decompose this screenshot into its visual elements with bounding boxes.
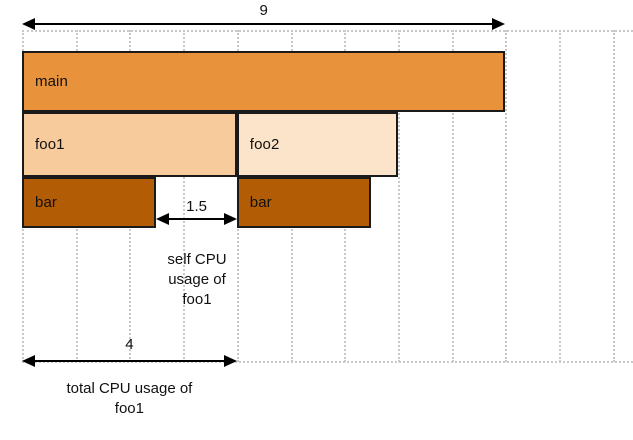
gridline-vertical: [612, 30, 615, 362]
flame-frame-bar2[interactable]: bar: [236, 177, 372, 228]
caption-line: foo1: [114, 400, 144, 417]
gridline-vertical: [559, 30, 561, 362]
gridline-vertical: [505, 30, 508, 362]
arrow-head-right: [223, 355, 237, 367]
flame-frame-label: foo1: [35, 136, 65, 153]
flame-frame-foo1[interactable]: foo1: [22, 112, 237, 177]
flame-frame-bar1[interactable]: bar: [22, 177, 157, 228]
flame-frame-label: main: [35, 73, 68, 90]
arrow-shaft: [28, 23, 500, 25]
arrow-head-right: [223, 213, 237, 225]
flame-frame-main[interactable]: main: [22, 51, 506, 112]
gridline-vertical: [397, 30, 400, 362]
gridline-horizontal: [22, 30, 633, 32]
caption-line: usage of: [168, 271, 226, 288]
caption-line: self CPU: [167, 251, 227, 268]
flame-frame-label: foo2: [249, 136, 280, 153]
measure-arrow-total-foo1: [22, 355, 237, 367]
arrow-shaft: [28, 360, 231, 362]
arrow-shaft: [162, 218, 231, 220]
flame-frame-label: bar: [249, 194, 272, 211]
measure-value-1-5: 1.5: [186, 198, 207, 215]
arrow-head-left: [22, 18, 35, 30]
arrow-head-left: [156, 213, 170, 225]
measure-value-4: 4: [125, 336, 134, 353]
measure-arrow-self-foo1: [156, 213, 237, 225]
measure-value-9: 9: [259, 2, 268, 19]
caption-line: total CPU usage of: [66, 380, 193, 397]
gridline-vertical: [451, 30, 454, 362]
measure-arrow-total-main: [22, 18, 506, 30]
gridline-horizontal: [22, 361, 633, 363]
caption-line: foo1: [182, 291, 212, 308]
caption-self-cpu-usage: self CPU usage of foo1: [136, 250, 258, 310]
caption-total-cpu-usage: total CPU usage of foo1: [22, 379, 237, 419]
flame-frame-label: bar: [35, 194, 57, 211]
arrow-head-left: [22, 355, 35, 367]
gridline-vertical: [183, 30, 186, 362]
flame-frame-foo2[interactable]: foo2: [236, 112, 398, 177]
arrow-head-right: [492, 18, 506, 30]
